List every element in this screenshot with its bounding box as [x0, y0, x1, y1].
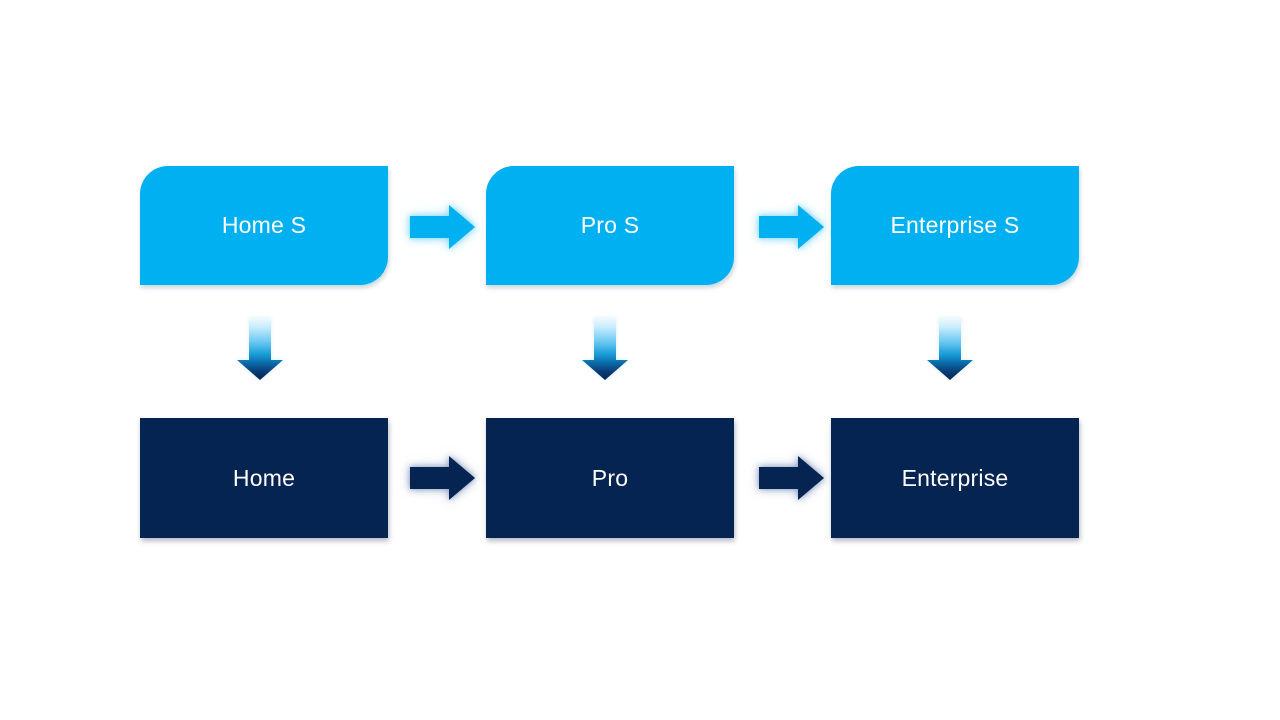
node-home-s: Home S: [140, 166, 388, 285]
node-pro-label: Pro: [591, 464, 629, 491]
down-arrow-icon-pro-s-to-pro: [582, 318, 628, 380]
node-pro: Pro: [486, 418, 734, 538]
node-pro-s: Pro S: [486, 166, 734, 285]
right-arrow-icon-home-s-to-pro-s: [410, 205, 475, 249]
node-home-s-label: Home S: [221, 212, 307, 238]
node-enterprise: Enterprise: [831, 418, 1079, 538]
right-arrow-icon-home-to-pro: [410, 456, 475, 500]
down-arrow-icon-home-s-to-home: [237, 318, 283, 380]
node-enterprise-s: Enterprise S: [831, 166, 1079, 285]
node-enterprise-label: Enterprise: [901, 464, 1009, 491]
node-enterprise-s-label: Enterprise S: [890, 212, 1020, 238]
right-arrow-icon-pro-to-enterprise: [759, 456, 824, 500]
node-home-label: Home: [232, 464, 296, 491]
right-arrow-icon-pro-s-to-enterprise-s: [759, 205, 824, 249]
down-arrow-icon-enterprise-s-to-enterprise: [927, 318, 973, 380]
node-home: Home: [140, 418, 388, 538]
node-pro-s-label: Pro S: [580, 212, 640, 238]
